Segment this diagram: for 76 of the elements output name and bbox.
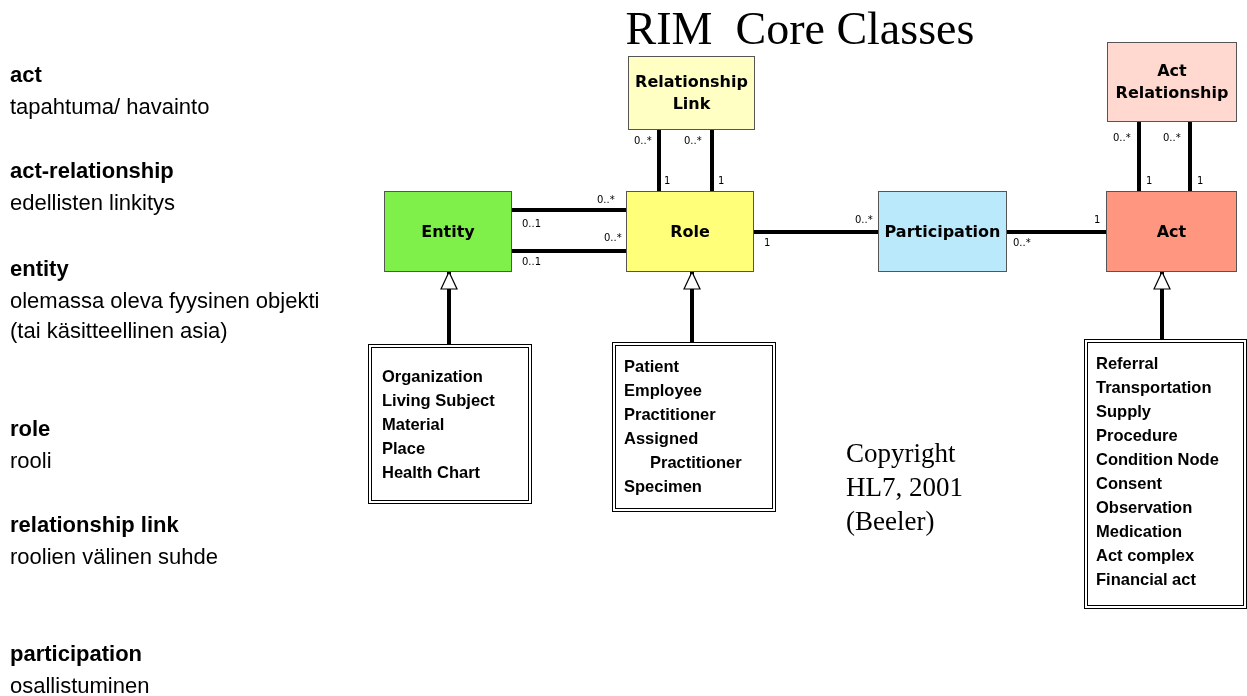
multiplicity-label: 0..* [1013, 237, 1031, 248]
generalization-arrow [440, 271, 458, 344]
class-box [628, 56, 755, 130]
generalization-arrow [683, 271, 701, 342]
class-name: Act Relationship [1114, 60, 1230, 104]
class-name: Entity [420, 220, 476, 243]
class-name: Participation [883, 220, 1002, 243]
class-box [878, 191, 1007, 272]
subclass-name: Condition Node [1096, 449, 1220, 470]
subclass-name: Observation [1096, 497, 1194, 518]
multiplicity-label: 1 [1197, 175, 1204, 186]
subclass-name: Financial act [1096, 569, 1197, 590]
copyright-note: Copyright HL7, 2001 (Beeler) [846, 437, 964, 538]
subclass-name: Practitioner [624, 404, 717, 425]
subclass-name: Act complex [1096, 545, 1196, 566]
subclass-name: Referral [1096, 353, 1160, 374]
class-box [626, 191, 754, 272]
diagram-title: RIM Core Classes [624, 2, 976, 55]
glossary-term: participation [10, 641, 142, 667]
class-box [1106, 191, 1237, 272]
subclass-name: Living Subject [382, 390, 496, 411]
association-line [512, 208, 626, 212]
association-line [1188, 122, 1192, 191]
subclass-list-box [612, 342, 776, 512]
subclass-name: Organization [382, 366, 484, 387]
multiplicity-label: 1 [718, 175, 725, 186]
class-box [1107, 42, 1237, 122]
association-line [657, 130, 661, 191]
glossary-term: relationship link [10, 512, 179, 538]
subclass-list-box [368, 344, 532, 504]
multiplicity-label: 1 [1094, 214, 1101, 225]
subclass-name: Consent [1096, 473, 1163, 494]
subclass-name: Specimen [624, 476, 703, 497]
subclass-name: Procedure [1096, 425, 1179, 446]
multiplicity-label: 0..* [634, 135, 652, 146]
glossary-definition: olemassa oleva fyysinen objekti (tai käsitteellinen asia) [10, 287, 321, 345]
glossary-term: entity [10, 256, 69, 282]
glossary-definition: rooli [10, 447, 53, 475]
subclass-name: Supply [1096, 401, 1152, 422]
association-line [710, 130, 714, 191]
glossary-definition: edellisten linkitys [10, 189, 177, 217]
subclass-name: Health Chart [382, 462, 482, 483]
generalization-arrow [1153, 271, 1171, 339]
multiplicity-label: 0..* [855, 214, 873, 225]
class-name: Act [1155, 220, 1188, 243]
association-line [512, 249, 626, 253]
association-line [754, 230, 878, 234]
subclass-name: Employee [624, 380, 703, 401]
multiplicity-label: 1 [1146, 175, 1153, 186]
multiplicity-label: 0..* [604, 232, 622, 243]
multiplicity-label: 0..* [597, 194, 615, 205]
subclass-name: Patient [624, 356, 680, 377]
glossary-term: act [10, 62, 42, 88]
multiplicity-label: 0..1 [522, 218, 542, 229]
subclass-name: Place [382, 438, 427, 459]
multiplicity-label: 1 [764, 237, 771, 248]
subclass-name: Material [382, 414, 446, 435]
glossary-term: act-relationship [10, 158, 174, 184]
subclass-list-box [1084, 339, 1247, 609]
subclass-name: Transportation [1096, 377, 1213, 398]
association-line [1007, 230, 1106, 234]
multiplicity-label: 0..* [684, 135, 702, 146]
association-line [1137, 122, 1141, 191]
glossary-definition: roolien välinen suhde [10, 543, 219, 571]
multiplicity-label: 0..1 [522, 256, 542, 267]
class-name: Relationship Link [634, 71, 749, 115]
subclass-name: Assigned Practitioner [624, 428, 743, 473]
multiplicity-label: 0..* [1113, 132, 1131, 143]
glossary-term: role [10, 416, 51, 442]
class-name: Role [669, 220, 711, 243]
multiplicity-label: 0..* [1163, 132, 1181, 143]
class-box [384, 191, 512, 272]
glossary-definition: osallistuminen [10, 672, 151, 696]
subclass-name: Medication [1096, 521, 1184, 542]
multiplicity-label: 1 [664, 175, 671, 186]
glossary-definition: tapahtuma/ havainto [10, 93, 211, 121]
